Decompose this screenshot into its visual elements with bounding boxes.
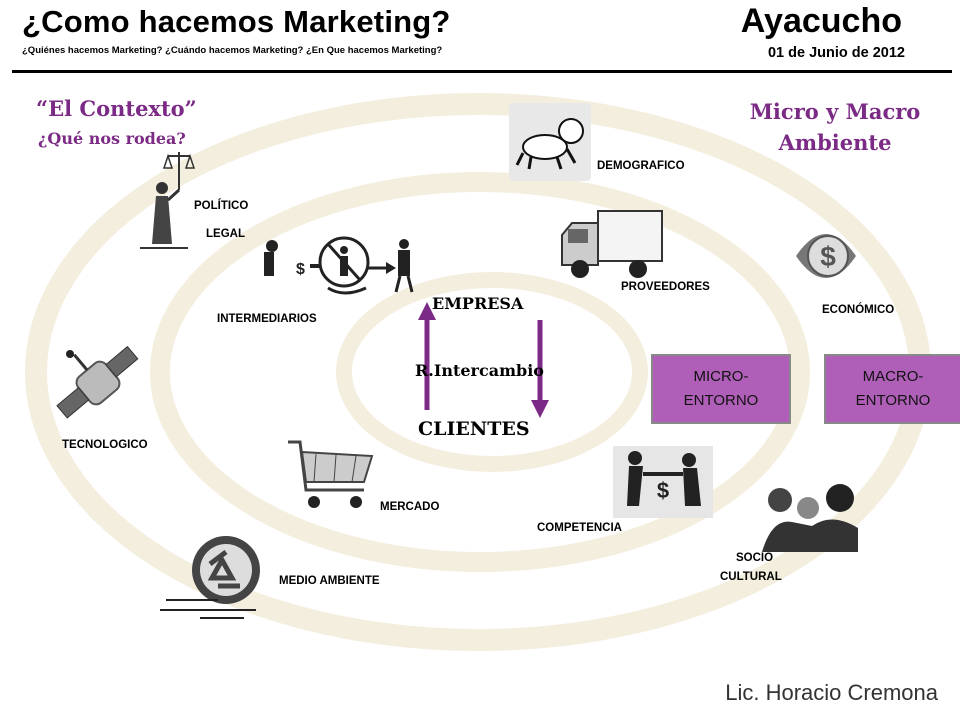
- place-name: Ayacucho: [740, 2, 902, 40]
- header-divider: [12, 70, 952, 73]
- core-ring: [336, 272, 648, 472]
- clientes-label: CLIENTES: [418, 418, 530, 440]
- recycle-icon: [160, 536, 260, 619]
- author-name: Lic. Horacio Cremona: [725, 680, 938, 705]
- date-label: 01 de Junio de 2012: [767, 45, 905, 61]
- politico-label: POLÍTICO: [194, 200, 249, 212]
- competencia-label: COMPETENCIA: [537, 522, 622, 534]
- micro-box-line1: MICRO-: [693, 368, 749, 385]
- macro-entorno-box: MACRO- ENTORNO: [824, 354, 960, 424]
- truck-icon: [561, 210, 663, 278]
- micro-entorno-box: MICRO- ENTORNO: [651, 354, 791, 424]
- svg-text:$: $: [820, 241, 836, 272]
- svg-text:$: $: [296, 261, 305, 278]
- environment-title: Micro y Macro Ambiente: [720, 96, 950, 158]
- context-question: ¿Qué nos rodea?: [38, 129, 186, 148]
- baby-icon: [509, 103, 591, 181]
- cart-icon: [288, 440, 374, 508]
- proveedores-label: PROVEEDORES: [621, 281, 710, 293]
- page-subtitle: ¿Quiénes hacemos Marketing? ¿Cuándo hace…: [22, 45, 443, 56]
- dollar-eye-icon: $: [796, 234, 856, 278]
- environment-title-line2: Ambiente: [778, 130, 892, 155]
- cultural-label: CULTURAL: [720, 571, 782, 583]
- svg-text:$: $: [657, 478, 669, 503]
- exchange-people-icon: $: [264, 236, 414, 295]
- macro-box-line2: ENTORNO: [855, 392, 931, 409]
- economico-label: ECONÓMICO: [822, 304, 895, 316]
- dispute-icon: $: [613, 446, 713, 518]
- macro-box-line1: MACRO-: [862, 368, 924, 385]
- demografico-label: DEMOGRAFICO: [597, 160, 685, 172]
- socio-label: SOCIO: [736, 552, 774, 564]
- satellite-icon: [56, 345, 139, 419]
- medio-ambiente-label: MEDIO AMBIENTE: [279, 575, 380, 587]
- exchange-arrows: [418, 302, 549, 418]
- intercambio-label: R.Intercambio: [415, 361, 544, 380]
- intermediarios-label: INTERMEDIARIOS: [217, 313, 317, 325]
- empresa-label: EMPRESA: [432, 294, 524, 313]
- tecnologico-label: TECNOLOGICO: [62, 439, 148, 451]
- mercado-label: MERCADO: [380, 501, 440, 513]
- environment-title-line1: Micro y Macro: [749, 99, 921, 124]
- family-icon: [762, 484, 858, 552]
- micro-ring: [150, 172, 810, 572]
- justice-icon: [140, 152, 196, 249]
- micro-box-line2: ENTORNO: [683, 392, 759, 409]
- context-title: “El Contexto”: [36, 96, 197, 121]
- page-title: ¿Como hacemos Marketing?: [22, 4, 451, 39]
- legal-label: LEGAL: [206, 228, 245, 240]
